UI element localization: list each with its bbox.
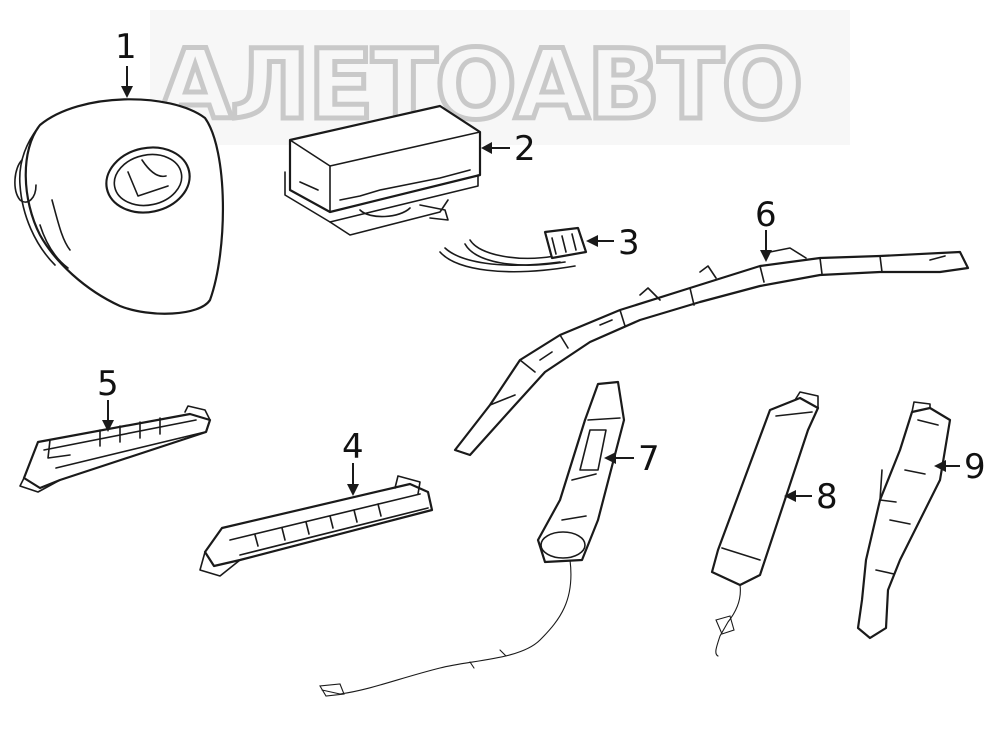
callout-2: 2 bbox=[514, 129, 536, 169]
watermark: АЛЕТОАВТО bbox=[150, 10, 850, 145]
bracket-icon bbox=[856, 401, 952, 640]
wire-harness-icon bbox=[439, 226, 588, 273]
callout-6: 6 bbox=[755, 195, 777, 235]
callout-9: 9 bbox=[964, 447, 986, 487]
callout-8: 8 bbox=[816, 477, 838, 517]
callout-4: 4 bbox=[342, 427, 364, 467]
callout-1: 1 bbox=[115, 27, 137, 67]
knee-airbag-icon bbox=[199, 475, 434, 577]
airbag-control-unit-icon bbox=[284, 104, 482, 236]
curtain-airbag-icon bbox=[453, 247, 970, 457]
callout-7: 7 bbox=[638, 439, 660, 479]
callout-labels: 1 2 3 4 5 6 7 8 9 bbox=[97, 27, 986, 517]
side-airbag-icon bbox=[710, 391, 820, 657]
steering-wheel-airbag-icon bbox=[14, 98, 224, 315]
seat-side-airbag-icon bbox=[319, 380, 626, 697]
passenger-airbag-icon bbox=[19, 405, 212, 493]
callout-3: 3 bbox=[618, 223, 640, 263]
watermark-text: АЛЕТОАВТО bbox=[158, 29, 801, 141]
callout-5: 5 bbox=[97, 364, 119, 404]
leader-lines bbox=[102, 66, 960, 502]
